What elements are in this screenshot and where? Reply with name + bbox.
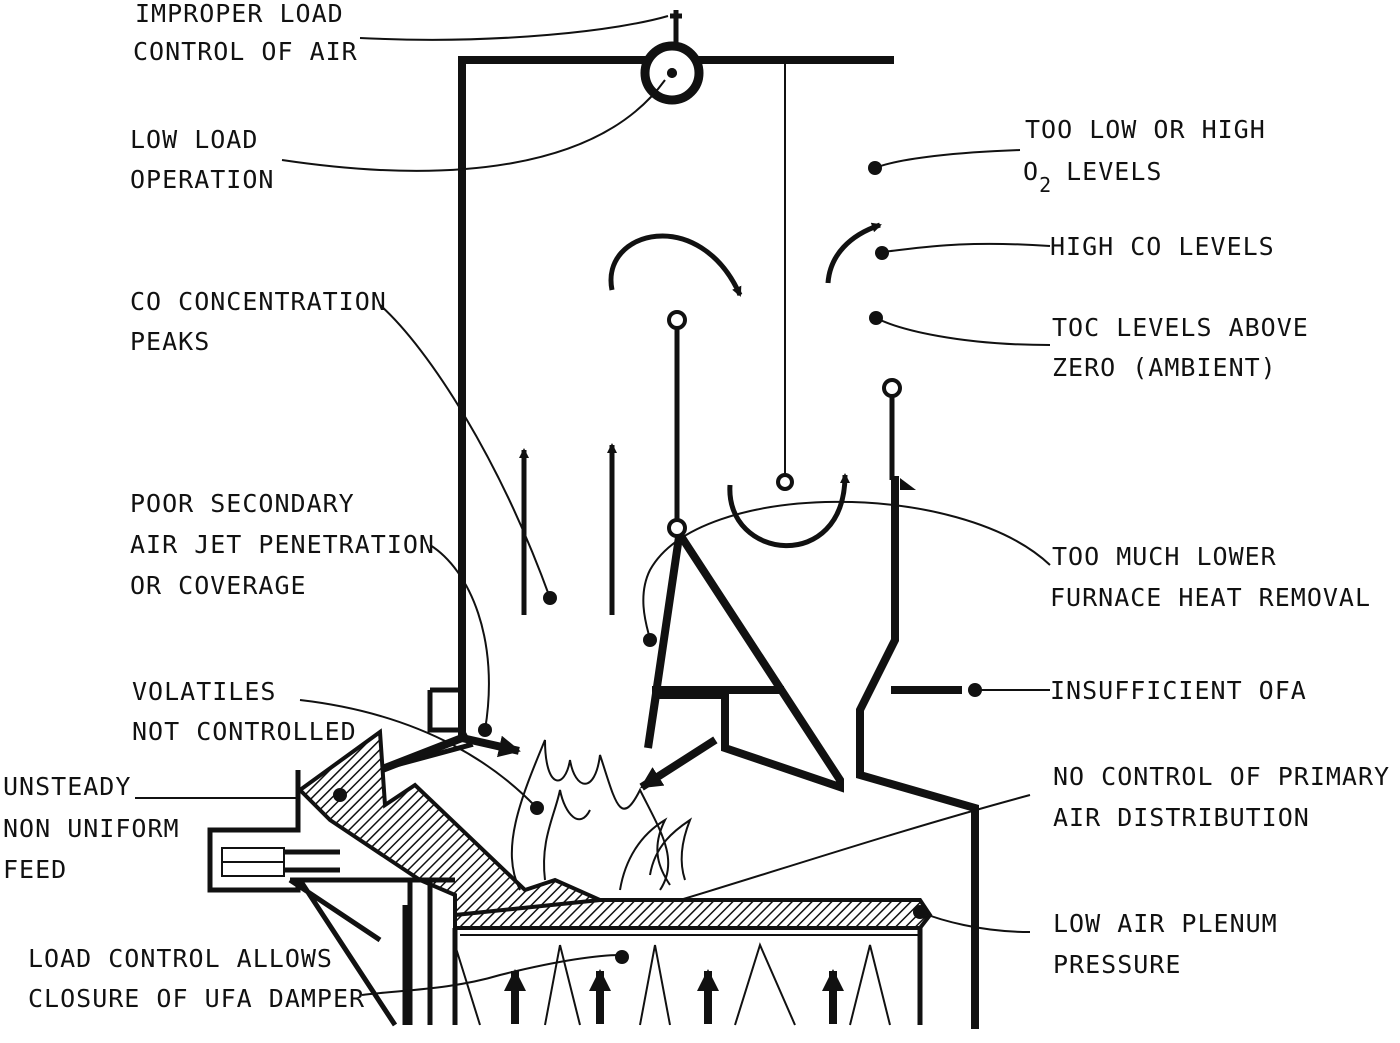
label-unsteady: UNSTEADY	[3, 772, 131, 801]
label-co-peaks: CO CONCENTRATION	[130, 287, 387, 316]
leader-dots	[333, 68, 982, 964]
label-high-co: HIGH CO LEVELS	[1050, 232, 1275, 261]
air-plenum	[452, 928, 923, 1025]
flames-icon	[510, 739, 693, 891]
label-o2: TOO LOW OR HIGH	[1025, 115, 1266, 144]
label-secondary-air-2: AIR JET PENETRATION	[130, 530, 435, 559]
label-primary-air-2: AIR DISTRIBUTION	[1053, 803, 1310, 832]
label-o2-levels: LEVELS	[1066, 157, 1162, 186]
label-volatiles-2: NOT CONTROLLED	[132, 717, 357, 746]
left-labels: IMPROPER LOAD CONTROL OF AIR LOW LOAD OP…	[3, 0, 435, 1013]
secondary-air-duct	[384, 687, 474, 771]
central-baffle	[644, 524, 844, 793]
label-improper-load: IMPROPER LOAD	[135, 0, 344, 28]
label-heat-removal: TOO MUCH LOWER	[1052, 542, 1277, 571]
label-toc: TOC LEVELS ABOVE	[1052, 313, 1309, 342]
label-toc-2: ZERO (AMBIENT)	[1052, 353, 1277, 382]
label-secondary-air-3: OR COVERAGE	[130, 571, 307, 600]
feeder-ram	[207, 770, 455, 1027]
label-secondary-air: POOR SECONDARY	[130, 489, 355, 518]
label-o2-subscript: 2	[1039, 173, 1052, 197]
leader-lines	[135, 15, 1051, 996]
label-load-control: LOAD CONTROL ALLOWS	[28, 944, 333, 973]
furnace-structure	[207, 10, 979, 1029]
label-unsteady-3: FEED	[3, 855, 67, 884]
plenum-air-arrows	[504, 969, 844, 1024]
label-unsteady-2: NON UNIFORM	[3, 814, 180, 843]
label-plenum: LOW AIR PLENUM	[1053, 909, 1278, 938]
feed-chute	[296, 728, 608, 918]
label-low-load: LOW LOAD	[130, 125, 258, 154]
label-improper-load-2: CONTROL OF AIR	[133, 37, 358, 66]
label-primary-air: NO CONTROL OF PRIMARY	[1053, 762, 1390, 791]
label-low-load-2: OPERATION	[130, 165, 274, 194]
label-ofa: INSUFFICIENT OFA	[1050, 676, 1307, 705]
flow-arrows	[457, 222, 882, 791]
label-co-peaks-2: PEAKS	[130, 327, 210, 356]
furnace-roof	[458, 56, 894, 704]
label-plenum-2: PRESSURE	[1053, 950, 1181, 979]
label-volatiles: VOLATILES	[132, 677, 276, 706]
label-heat-removal-2: FURNACE HEAT REMOVAL	[1050, 583, 1371, 612]
label-load-control-2: CLOSURE OF UFA DAMPER	[28, 984, 365, 1013]
label-o2-2: O2 LEVELS	[1023, 157, 1162, 197]
right-furnace-wall	[856, 476, 979, 1029]
label-o2-symbol: O	[1023, 157, 1039, 186]
